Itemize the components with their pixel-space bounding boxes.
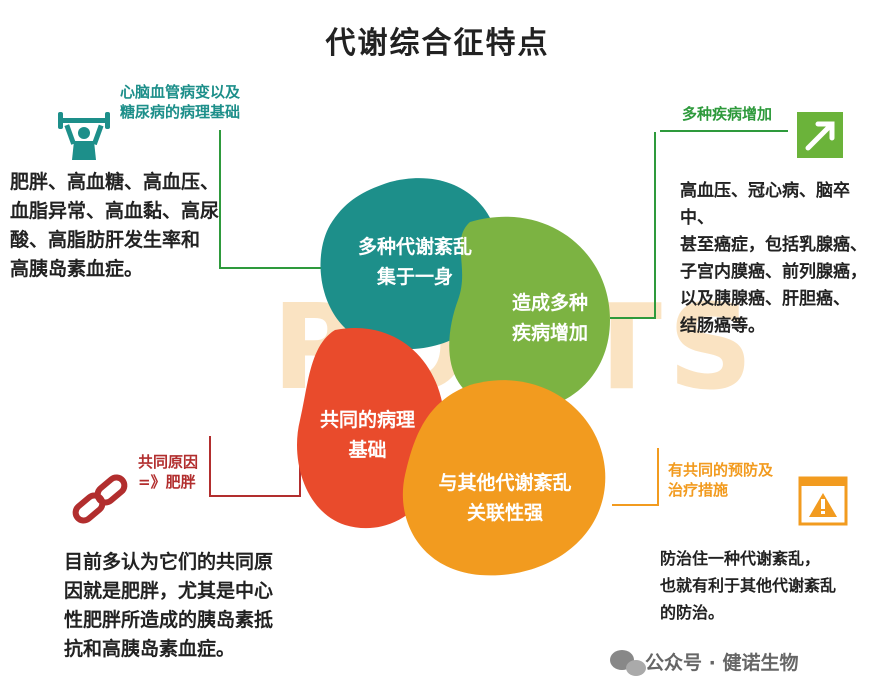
wechat-icon [610,650,646,676]
arrow-up-right-icon [797,112,843,158]
text-top-right: 高血压、冠心病、脑卒中、 甚至癌症，包括乳腺癌、 子宫内膜癌、前列腺癌， 以及胰… [680,181,867,336]
footer-source: 公众号 · 健诺生物 [645,652,799,674]
circle-label-red: 共同的病理 基础 [319,409,415,461]
caption-bottom-right: 有共同的预防及 治疗措施 [668,461,774,499]
caption-top-right: 多种疾病增加 [682,105,773,123]
connector-top-right [610,132,656,319]
petal-green [449,216,610,411]
petal-teal [320,178,501,350]
circle-label-teal: 多种代谢紊乱 集于一身 [357,236,472,288]
connector-top-left [219,130,345,269]
connector-bottom-right [612,448,659,506]
weightlifter-icon [58,112,110,160]
caption-bottom-left: 共同原因 =》肥胖 [138,453,199,491]
caption-top-right-underline [660,130,788,132]
warning-window-icon [798,476,848,526]
caption-top-left: 心脑血管病变以及 糖尿病的病理基础 [120,83,241,121]
chain-link-icon [72,474,128,524]
circle-label-green: 造成多种 疾病增加 [511,292,588,344]
page-title: 代谢综合征特点 [325,26,550,61]
circle-label-orange: 与其他代谢紊乱 关联性强 [438,472,572,524]
petal-orange [402,380,606,576]
text-top-left: 肥胖、高血糖、高血压、 血脂异常、高血黏、高尿 酸、高脂肪肝发生率和 高胰岛素血… [10,171,220,280]
text-bottom-right: 防治住一种代谢紊乱， 也就有利于其他代谢紊乱 的防治。 [660,549,837,622]
connector-bottom-left [209,430,301,497]
text-bottom-left: 目前多认为它们的共同原 因就是肥胖，尤其是中心 性肥胖所造成的胰岛素抵 抗和高胰… [64,551,274,660]
